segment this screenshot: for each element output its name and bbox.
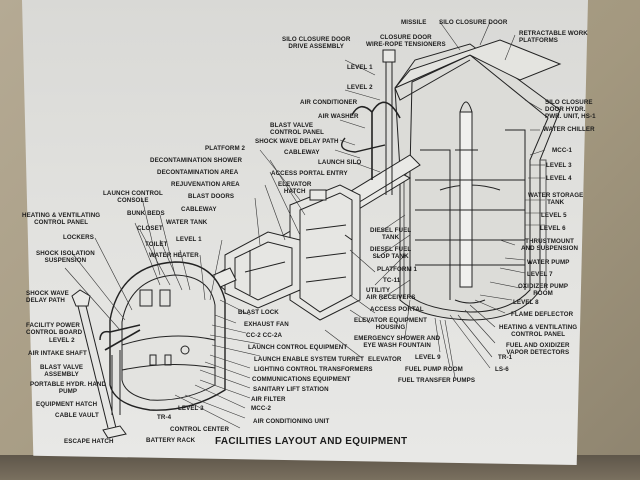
label-level-2-left: LEVEL 2	[49, 337, 75, 344]
label-access-portal-entry: ACCESS PORTAL ENTRY	[271, 170, 348, 177]
label-level-9: LEVEL 9	[415, 354, 441, 361]
label-mcc-1: MCC-1	[552, 147, 573, 154]
label-launch-enable-system-turret: LAUNCH ENABLE SYSTEM TURRET	[254, 356, 364, 363]
label-level-3-left: LEVEL 3	[178, 405, 204, 412]
label-water-storage-tank: WATER STORAGE TANK	[528, 192, 584, 206]
label-facility-power-control-board: FACILITY POWER CONTROL BOARD	[26, 322, 83, 336]
label-oxidizer-pump-room: OXIDIZER PUMP ROOM	[518, 283, 569, 297]
label-tc-11: TC-11	[383, 277, 401, 284]
label-missile: MISSILE	[401, 19, 427, 26]
label-equipment-hatch: EQUIPMENT HATCH	[36, 401, 98, 408]
label-silo-closure-door: SILO CLOSURE DOOR	[439, 19, 508, 26]
label-portable-hydr-hand-pump: PORTABLE HYDR. HAND PUMP	[30, 381, 107, 395]
label-access-portal: ACCESS PORTAL	[370, 306, 424, 313]
label-communications-equipment: COMMUNICATIONS EQUIPMENT	[252, 376, 351, 383]
label-shock-isolation-suspension: SHOCK ISOLATION SUSPENSION	[36, 250, 95, 264]
label-silo-closure-door-drive-assembly: SILO CLOSURE DOOR DRIVE ASSEMBLY	[282, 36, 351, 50]
label-lighting-control-transformers: LIGHTING CONTROL TRANSFORMERS	[254, 366, 373, 373]
label-level-3-right: LEVEL 3	[546, 162, 572, 169]
label-level-5: LEVEL 5	[541, 212, 567, 219]
label-sanitary-lift-station: SANITARY LIFT STATION	[253, 386, 329, 393]
label-mcc-2: MCC-2	[251, 405, 272, 412]
label-escape-hatch: ESCAPE HATCH	[64, 438, 114, 445]
label-platform-2: PLATFORM 2	[205, 145, 246, 152]
label-exhaust-fan: EXHAUST FAN	[244, 321, 289, 328]
label-battery-rack: BATTERY RACK	[146, 437, 196, 444]
label-fuel-oxidizer-vapor-detectors: FUEL AND OXIDIZER VAPOR DETECTORS	[506, 342, 570, 356]
label-closure-door-wire-rope-tensioners: CLOSURE DOOR WIRE-ROPE TENSIONERS	[366, 34, 446, 48]
label-water-pump: WATER PUMP	[527, 259, 570, 266]
label-shock-wave-delay-path-left: SHOCK WAVE DELAY PATH	[26, 290, 69, 304]
label-air-conditioning-unit: AIR CONDITIONING UNIT	[253, 418, 330, 425]
label-tr-4: TR-4	[157, 414, 172, 421]
label-launch-control-console: LAUNCH CONTROL CONSOLE	[103, 190, 163, 204]
diagram-title: FACILITIES LAYOUT AND EQUIPMENT	[215, 436, 408, 447]
label-tr-1: TR-1	[498, 354, 513, 361]
label-diesel-fuel-slop-tank: DIESEL FUEL SLOP TANK	[370, 246, 412, 260]
label-level-6: LEVEL 6	[540, 225, 566, 232]
label-silo-closure-door-hydr: SILO CLOSURE DOOR HYDR. PWR. UNIT, HS-1	[545, 99, 596, 120]
label-retractable-work-platforms: RETRACTABLE WORK PLATFORMS	[519, 30, 588, 44]
air-shaft-drawing	[341, 49, 401, 195]
label-blast-valve-control-panel: BLAST VALVE CONTROL PANEL	[270, 122, 325, 136]
label-platform-1: PLATFORM 1	[377, 266, 418, 273]
label-utility-air-receivers: UTILITY AIR RECEIVERS	[366, 287, 416, 301]
label-level-1-mid: LEVEL 1	[176, 236, 202, 243]
label-cableway-top: CABLEWAY	[284, 149, 320, 156]
label-emergency-shower: EMERGENCY SHOWER AND EYE WASH FOUNTAIN	[354, 335, 441, 349]
label-closet: CLOSET	[137, 225, 163, 232]
label-fuel-transfer-pumps: FUEL TRANSFER PUMPS	[398, 377, 476, 384]
label-ls-6: LS-6	[495, 366, 509, 373]
label-diesel-fuel-tank: DIESEL FUEL TANK	[370, 227, 412, 241]
label-level-2-top: LEVEL 2	[347, 84, 373, 91]
label-level-8: LEVEL 8	[513, 299, 539, 306]
label-heating-ventilating-control-panel-left: HEATING & VENTILATING CONTROL PANEL	[22, 212, 101, 226]
label-heating-ventilating-control-panel-right: HEATING & VENTILATING CONTROL PANEL	[499, 324, 578, 338]
label-lockers: LOCKERS	[63, 234, 94, 241]
label-elevator-hatch: ELEVATOR HATCH	[278, 181, 312, 195]
label-blast-valve-assembly: BLAST VALVE ASSEMBLY	[40, 364, 84, 378]
label-blast-doors: BLAST DOORS	[188, 193, 235, 200]
leader-lines	[64, 21, 546, 429]
label-level-4: LEVEL 4	[546, 175, 572, 182]
label-fuel-pump-room: FUEL PUMP ROOM	[405, 366, 463, 373]
label-air-conditioner: AIR CONDITIONER	[300, 99, 358, 106]
launch-silo-drawing	[394, 43, 561, 321]
decontamination-area-drawing	[224, 231, 301, 309]
label-decontamination-shower: DECONTAMINATION SHOWER	[150, 157, 243, 164]
access-portal-building-drawing	[289, 184, 361, 321]
label-rejuvenation-area: REJUVENATION AREA	[171, 181, 240, 188]
label-launch-silo: LAUNCH SILO	[318, 159, 362, 166]
label-water-heater: WATER HEATER	[149, 252, 199, 259]
label-air-washer: AIR WASHER	[318, 113, 359, 120]
label-elevator: ELEVATOR	[368, 356, 402, 363]
label-toilet: TOILET	[145, 241, 168, 248]
label-flame-deflector: FLAME DEFLECTOR	[511, 311, 574, 318]
label-control-center: CONTROL CENTER	[170, 426, 230, 433]
label-thrustmount: THRUSTMOUNT AND SUSPENSION	[521, 238, 579, 252]
label-level-7: LEVEL 7	[527, 271, 553, 278]
launch-control-center-drawing	[109, 261, 226, 411]
escape-hatch-drawing	[71, 289, 141, 439]
label-blast-lock: BLAST LOCK	[238, 309, 279, 316]
label-air-intake-shaft: AIR INTAKE SHAFT	[28, 350, 87, 357]
label-launch-control-equipment: LAUNCH CONTROL EQUIPMENT	[248, 344, 348, 351]
label-water-chiller: WATER CHILLER	[543, 126, 595, 133]
label-cableway-mid: CABLEWAY	[181, 206, 217, 213]
silo-closure-door-drawing	[394, 39, 562, 101]
label-decontamination-area: DECONTAMINATION AREA	[157, 169, 239, 176]
label-water-tank: WATER TANK	[166, 219, 208, 226]
label-cable-vault: CABLE VAULT	[55, 412, 99, 419]
label-bunk-beds: BUNK BEDS	[127, 210, 165, 217]
label-air-filter: AIR FILTER	[251, 396, 286, 403]
label-cc-2: CC-2 CC-2A	[246, 332, 283, 339]
label-elevator-equipment-housing: ELEVATOR EQUIPMENT HOUSING	[354, 317, 427, 331]
label-shock-wave-delay-path-top: SHOCK WAVE DELAY PATH	[255, 138, 339, 145]
label-level-1-top: LEVEL 1	[347, 64, 373, 71]
